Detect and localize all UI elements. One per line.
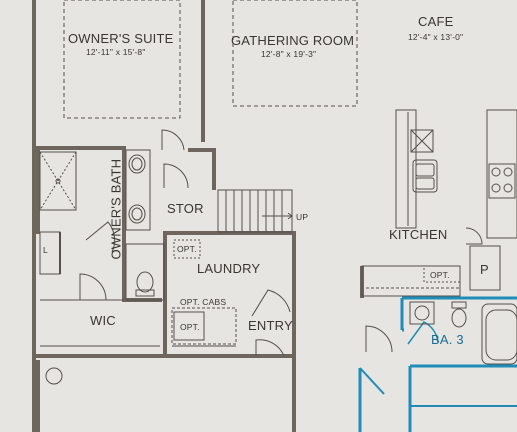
bath3-door-swing: [407, 321, 439, 345]
interior-details: [39, 0, 517, 385]
bath3-label: BA. 3: [431, 332, 464, 347]
opt-cabs-counter: [171, 307, 237, 345]
linen-label: L: [43, 245, 48, 255]
laundry-label: LAUNDRY: [197, 261, 261, 276]
opt-sink-box: [173, 239, 201, 259]
opt-laundry-label: OPT.: [180, 322, 200, 332]
bath3-tub: [481, 303, 517, 365]
gathering-tray-ceiling: [232, 0, 358, 107]
pantry: [469, 245, 501, 291]
opt-kitchen-cabinet: [361, 265, 461, 297]
wic-label: WIC: [90, 313, 116, 328]
gathering-room-dims: 12'-8" x 19'-3": [261, 49, 317, 59]
pantry-door-swing: [465, 227, 483, 245]
stor-label: STOR: [167, 201, 204, 216]
owners-suite-label: OWNER'S SUITE: [68, 31, 174, 46]
wic-door-swing: [79, 273, 107, 301]
sink-icon: [128, 154, 146, 174]
opt-kitchen-label: OPT.: [430, 270, 450, 280]
walls: [32, 0, 364, 432]
kitchen-sink: [412, 159, 438, 193]
sink-icon: [128, 204, 146, 224]
bath3-fixtures: [409, 301, 517, 365]
garage-door-swing: [255, 339, 285, 357]
entry-door-swing: [251, 289, 291, 317]
garage-marker: [45, 367, 63, 385]
hall-door-swing: [365, 325, 393, 353]
staircase: [217, 189, 293, 233]
suite-door-swing: [161, 129, 185, 151]
stor-door-swing: [163, 163, 189, 189]
opt-cabs-label: OPT. CABS: [180, 297, 227, 307]
toilet-icon: [135, 289, 155, 297]
bath3-sink: [409, 301, 435, 325]
gathering-room-label: GATHERING ROOM: [231, 33, 355, 48]
vanity: [125, 149, 151, 231]
bath3-toilet: [451, 301, 467, 309]
owners-suite-dims: 12'-11" x 15'-8": [86, 47, 146, 57]
cafe-label: CAFE: [418, 14, 454, 29]
stairs-up-label: UP: [296, 212, 309, 222]
range-counter: [486, 109, 517, 239]
opt-sink-label: OPT.: [177, 244, 197, 254]
pantry-label: P: [480, 262, 489, 277]
kitchen-label: KITCHEN: [389, 227, 448, 242]
bath3-highlight: [358, 296, 517, 432]
suite-tray-ceiling: [63, 0, 181, 119]
shower: [39, 151, 77, 211]
cafe-dims: 12'-4" x 13'-0": [408, 32, 464, 42]
owners-bath-label: OWNER'S BATH: [108, 158, 124, 260]
entry-label: ENTRY: [248, 318, 293, 333]
bath-door-swing: [85, 221, 116, 253]
